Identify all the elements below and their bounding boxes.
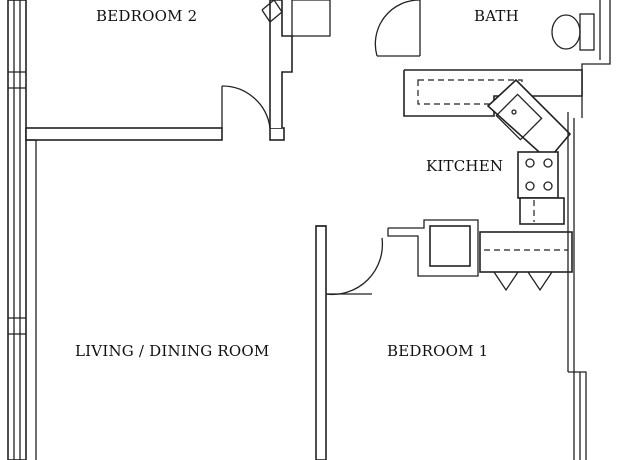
stove-icon — [517, 151, 559, 199]
room-label-bedroom2: BEDROOM 2 — [96, 7, 198, 25]
room-label-living: LIVING / DINING ROOM — [75, 342, 270, 360]
kitchen-upper-counter — [403, 69, 583, 117]
room-label-bath: BATH — [474, 7, 519, 25]
bedroom1-top-wall — [387, 219, 573, 292]
bedroom2-door — [221, 85, 271, 129]
bedroom2-living-wall — [25, 127, 285, 460]
bath-area — [374, 0, 601, 60]
kitchen-sink-counter — [486, 78, 572, 162]
bedroom2-closet — [261, 0, 331, 128]
left-exterior-wall — [7, 0, 27, 460]
right-exterior-wall — [568, 0, 611, 460]
room-label-kitchen: KITCHEN — [426, 157, 504, 175]
bedroom1-door — [315, 225, 384, 460]
toilet-icon — [551, 13, 595, 51]
room-label-bedroom1: BEDROOM 1 — [387, 342, 489, 360]
kitchen-right-counter — [519, 197, 565, 225]
